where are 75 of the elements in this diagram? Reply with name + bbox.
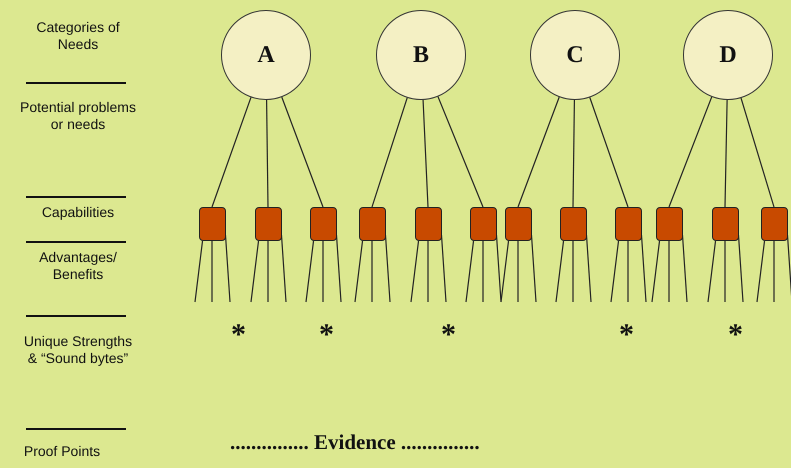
category-letter: B xyxy=(412,42,429,68)
connector-line xyxy=(517,96,560,208)
connector-line xyxy=(756,240,766,302)
connector-line xyxy=(500,240,510,302)
connector-line xyxy=(250,240,260,302)
connector-line xyxy=(668,241,670,302)
asterisk-mark: * xyxy=(441,320,456,350)
connector-line xyxy=(437,96,484,208)
capability-box xyxy=(310,207,336,241)
capability-box xyxy=(560,207,586,241)
connector-line xyxy=(482,241,484,302)
evidence-text: ............... Evidence ............... xyxy=(230,430,480,455)
capability-box xyxy=(254,207,282,241)
connector-line xyxy=(773,241,775,302)
capability-box xyxy=(712,207,738,241)
connector-line xyxy=(530,234,537,302)
connector-line xyxy=(422,100,429,208)
connector-line xyxy=(668,96,712,208)
connector-line xyxy=(440,234,447,302)
capability-box xyxy=(358,207,386,241)
capability-box xyxy=(198,207,226,241)
capability-box xyxy=(614,207,642,241)
row-label: Advantages/ Benefits xyxy=(38,249,118,283)
connector-line xyxy=(640,234,647,302)
connector-line xyxy=(586,234,592,302)
row-label: Proof Points xyxy=(22,443,102,460)
capability-box xyxy=(504,207,532,241)
capability-box xyxy=(656,207,682,241)
connector-line xyxy=(589,97,629,208)
connector-line xyxy=(322,241,324,302)
connector-line xyxy=(427,241,429,302)
connector-line xyxy=(627,241,629,302)
connector-line xyxy=(211,97,252,208)
row-label: Unique Strengths & “Sound bytes” xyxy=(22,333,134,367)
connector-line xyxy=(572,241,574,302)
connector-line xyxy=(371,98,408,208)
asterisk-mark: * xyxy=(319,320,334,350)
connector-line xyxy=(738,234,744,302)
connector-line xyxy=(336,234,342,302)
connector-line xyxy=(266,100,269,207)
asterisk-mark: * xyxy=(231,320,246,350)
row-label: Categories of Needs xyxy=(35,19,121,53)
connector-line xyxy=(211,241,213,302)
connector-line xyxy=(555,240,564,302)
connector-line xyxy=(281,96,324,208)
row-label: Potential problems or needs xyxy=(19,99,137,133)
connector-line xyxy=(572,100,575,207)
connector-line xyxy=(610,240,620,302)
connector-line xyxy=(371,241,373,302)
row-label: Capabilities xyxy=(40,204,116,221)
capability-box xyxy=(414,207,442,241)
connector-line xyxy=(224,234,231,302)
connector-line xyxy=(651,240,660,302)
category-letter: A xyxy=(257,42,275,68)
connector-line xyxy=(724,100,728,208)
category-letter: C xyxy=(566,42,584,68)
connector-line xyxy=(517,241,519,302)
connector-line xyxy=(280,234,287,302)
capability-box xyxy=(470,207,496,241)
connector-line xyxy=(740,98,775,208)
category-letter: D xyxy=(719,42,737,68)
connector-line xyxy=(724,241,726,302)
connector-line xyxy=(496,234,502,302)
asterisk-mark: * xyxy=(728,320,743,350)
connector-line xyxy=(707,240,716,302)
capability-box xyxy=(760,207,788,241)
connector-line xyxy=(410,240,420,302)
connector-line xyxy=(354,240,364,302)
connector-line xyxy=(305,240,314,302)
asterisk-mark: * xyxy=(619,320,634,350)
connector-line xyxy=(465,240,474,302)
connector-line xyxy=(267,241,269,302)
connector-line xyxy=(682,234,688,302)
connector-line xyxy=(384,234,391,302)
connector-line xyxy=(194,240,204,302)
